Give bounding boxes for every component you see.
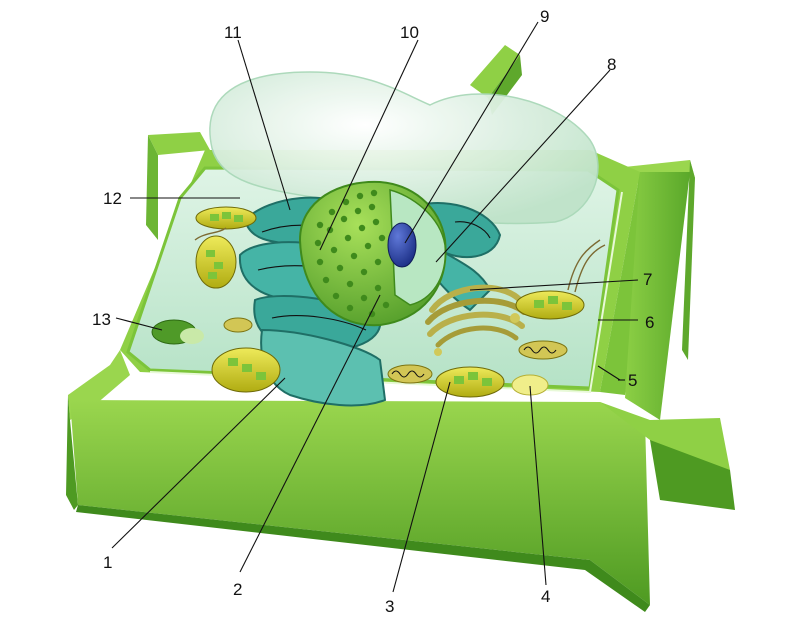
label-2: 2	[233, 580, 242, 599]
label-13: 13	[92, 310, 111, 329]
golgi-apparatus	[425, 284, 527, 356]
label-8: 8	[607, 55, 616, 74]
leader-lines	[111, 21, 639, 593]
labels: 1 2 3 4 5 6 7 8 9 10 11 12 13	[92, 7, 654, 616]
nucleolus	[387, 222, 417, 268]
vesicle	[511, 374, 549, 396]
label-11: 11	[224, 23, 242, 42]
chloroplast	[195, 235, 237, 289]
chloroplasts	[195, 206, 585, 398]
nucleus	[298, 180, 447, 327]
mitochondria	[223, 317, 568, 384]
cytoskeleton	[194, 227, 606, 293]
label-3: 3	[385, 597, 394, 616]
chloroplast	[195, 206, 257, 230]
chloroplast	[211, 347, 281, 393]
label-4: 4	[541, 587, 550, 606]
label-10: 10	[400, 23, 419, 42]
label-7: 7	[643, 270, 652, 289]
label-9: 9	[540, 7, 549, 26]
label-12: 12	[103, 189, 122, 208]
label-1: 1	[103, 553, 112, 572]
plastid	[151, 319, 204, 345]
chloroplast	[515, 290, 585, 320]
chloroplast	[435, 366, 505, 398]
label-6: 6	[645, 313, 654, 332]
label-5: 5	[628, 371, 637, 390]
